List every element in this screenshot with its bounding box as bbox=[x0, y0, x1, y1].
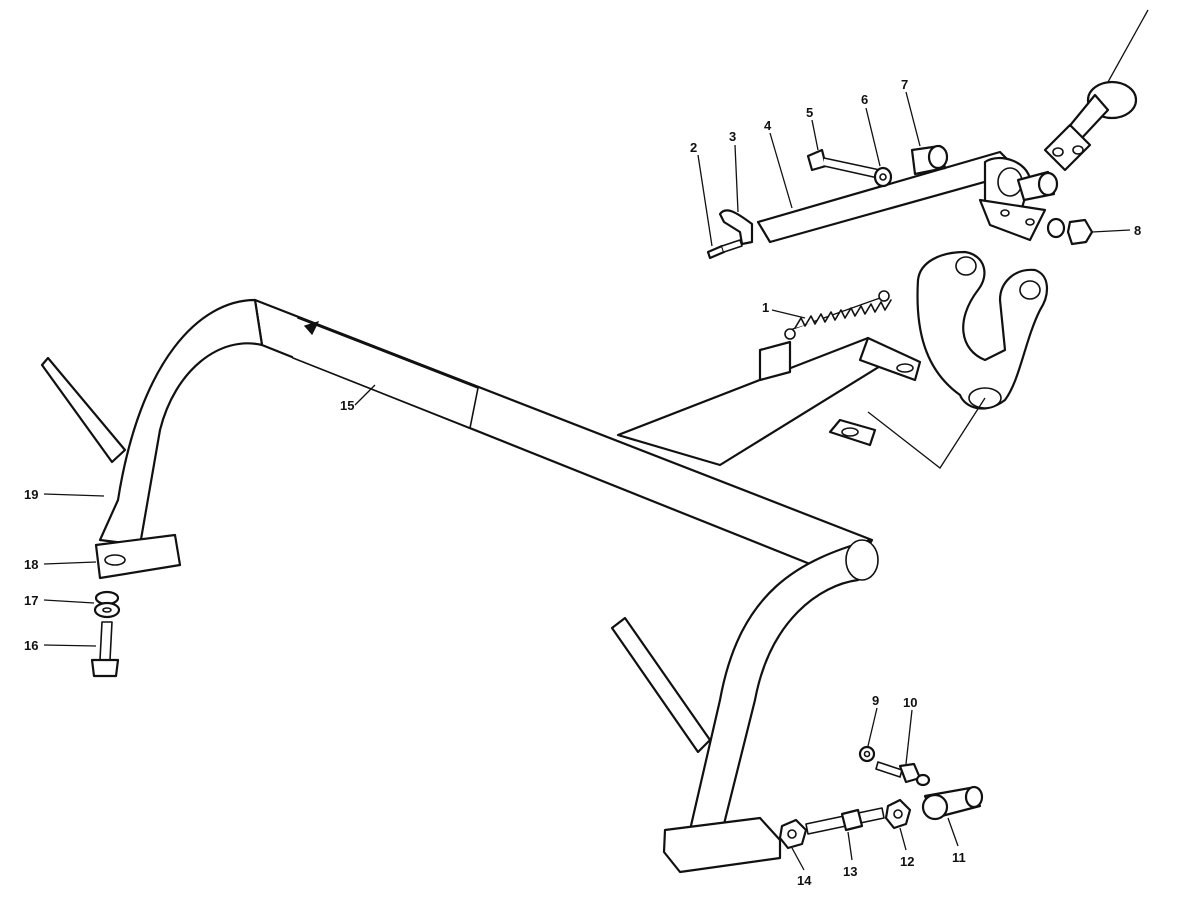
lever-bracket bbox=[867, 250, 1048, 469]
callout-16: 16 bbox=[24, 638, 38, 653]
bushing-7 bbox=[910, 144, 1059, 202]
callout-5: 5 bbox=[806, 105, 813, 120]
callout-12: 12 bbox=[900, 854, 914, 869]
bolt-10 bbox=[875, 761, 931, 787]
nut-12 bbox=[884, 798, 912, 830]
washer-6 bbox=[873, 166, 893, 188]
leader-lines bbox=[43, 91, 1131, 871]
washer-9 bbox=[858, 745, 876, 763]
main-frame-tube bbox=[40, 298, 922, 874]
callout-3: 3 bbox=[729, 129, 736, 144]
clevis-rod bbox=[1043, 9, 1149, 172]
callout-7: 7 bbox=[901, 77, 908, 92]
callout-1: 1 bbox=[762, 300, 769, 315]
callout-labels: 1 2 3 4 5 6 7 8 9 10 11 12 13 14 15 16 1… bbox=[24, 77, 1141, 888]
callout-14: 14 bbox=[797, 873, 812, 888]
spring bbox=[784, 290, 892, 340]
screw-2 bbox=[706, 239, 743, 260]
callout-9: 9 bbox=[872, 693, 879, 708]
sleeve-11 bbox=[921, 785, 984, 821]
nut-8 bbox=[1046, 217, 1094, 246]
callout-8: 8 bbox=[1134, 223, 1141, 238]
callout-13: 13 bbox=[843, 864, 857, 879]
callout-17: 17 bbox=[24, 593, 38, 608]
callout-10: 10 bbox=[903, 695, 917, 710]
bolt-5 bbox=[806, 148, 881, 179]
callout-15: 15 bbox=[340, 398, 354, 413]
callout-2: 2 bbox=[690, 140, 697, 155]
threaded-rod-13 bbox=[805, 807, 885, 835]
washers-17 bbox=[93, 590, 121, 619]
callout-11: 11 bbox=[952, 850, 966, 865]
callout-19: 19 bbox=[24, 487, 38, 502]
nut-14 bbox=[778, 818, 808, 850]
callout-6: 6 bbox=[861, 92, 868, 107]
bolt-16 bbox=[90, 621, 120, 678]
callout-4: 4 bbox=[764, 118, 772, 133]
pedal-arm bbox=[756, 150, 1047, 244]
callout-18: 18 bbox=[24, 557, 38, 572]
clip-3 bbox=[718, 209, 754, 246]
